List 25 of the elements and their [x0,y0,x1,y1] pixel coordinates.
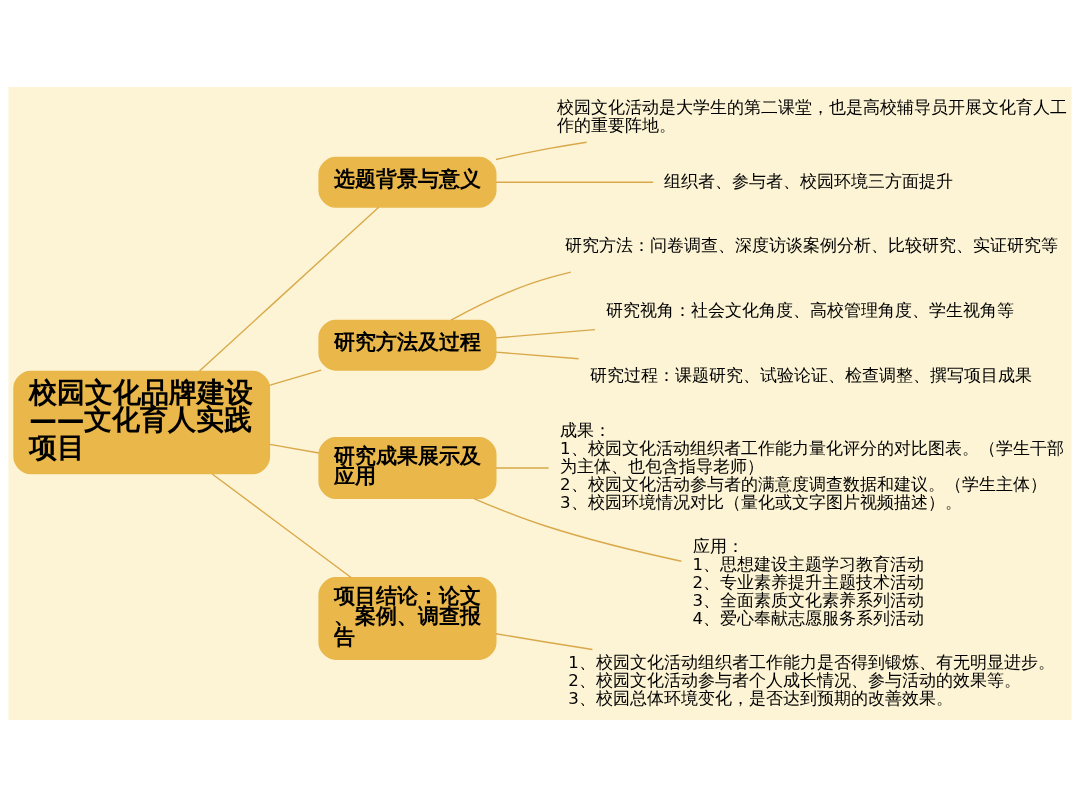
node-box: 研究成果展示及应用 [318,437,497,500]
node-text: 研究过程：课题研究、试验论证、检查调整、撰写项目成果 [589,366,1032,386]
connector [198,206,380,372]
connector [473,497,683,562]
node-box: 研究方法及过程 [318,319,497,371]
node-box: 项目结论：论文、案例、调查报告 [318,577,497,660]
connector [211,473,352,579]
node-text: 研究方法：问卷调查、深度访谈案例分析、比较研究、实证研究等 [564,236,1058,256]
node-text: 组织者、参与者、校园环境三方面提升 [664,171,954,191]
connector [495,141,588,161]
connector [450,271,572,321]
connector [495,351,580,360]
connector [495,633,594,651]
connector [495,467,550,469]
connector [495,181,654,183]
node-text: 1、校园文化活动组织者工作能力是否得到锻炼、有无明显进步。 2、校园文化活动参与者个人成长情况、参与活动的效果等。 3、校园总体环境变化，是否达到预期的改善效果。 [568,653,1055,709]
node-box: 校园文化品牌建设——文化育人实践项目 [13,370,271,475]
node-text: 成果： 1、校园文化活动组织者工作能力量化评分的对比图表。（学生干部为主体、也包含指导老师） 2、校园文化活动参与者的满意度调查数据和建议。（学生主体） 3、校园环境情况对比（量化或文字图片视频描述）。 [560,421,1064,513]
connector [268,443,320,454]
node-text: 校园文化活动是大学生的第二课堂，也是高校辅导员开展文化育人工作的重要阵地。 [556,97,1067,135]
connector [495,328,596,339]
node-box: 选题背景与意义 [318,156,497,208]
node-text: 应用： 1、思想建设主题学习教育活动 2、专业素养提升主题技术活动 3、全面素质文化素养系列活动 4、爱心奉献志愿服务系列活动 [692,537,925,629]
node-text: 研究视角：社会文化角度、高校管理角度、学生视角等 [606,301,1015,321]
connector [268,369,322,386]
